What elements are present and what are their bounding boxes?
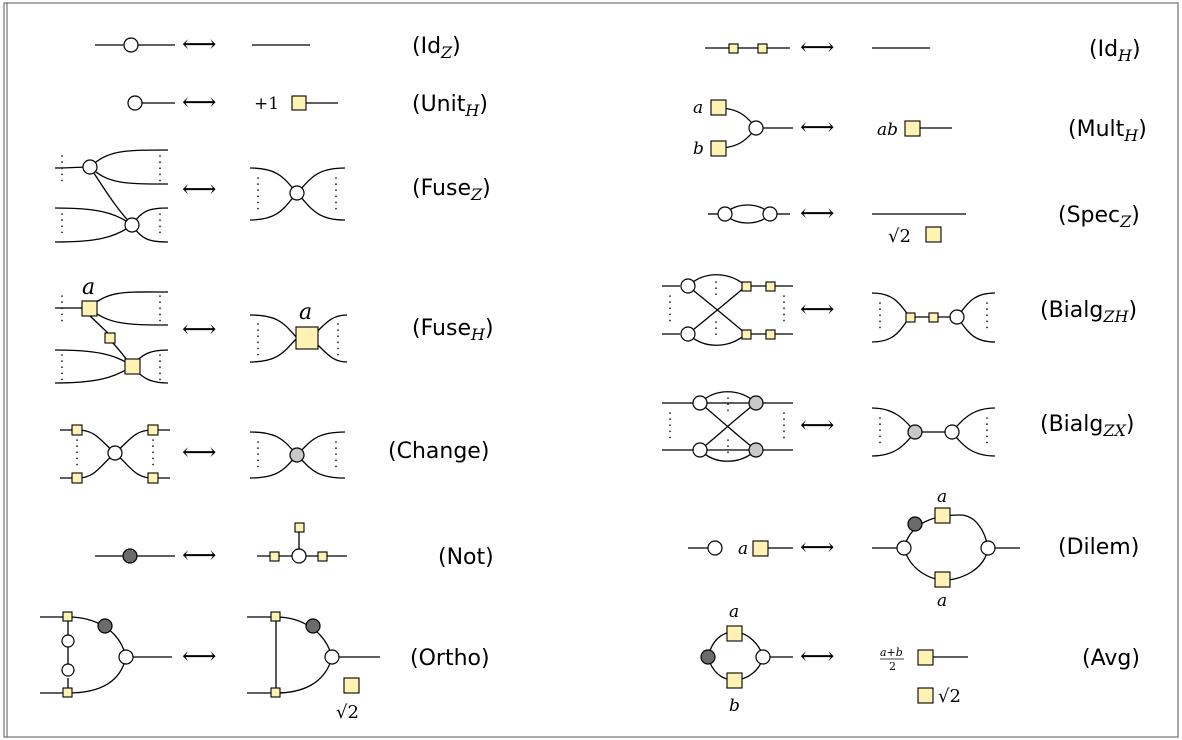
avg-denominator: 2 (889, 660, 896, 673)
equivalence-arrow: ⟷ (182, 438, 216, 466)
equivalence-arrow: ⟷ (182, 175, 216, 203)
equivalence-arrow: ⟷ (182, 541, 216, 569)
label-specz: (SpecZ) (1058, 203, 1140, 231)
rule-fusez: ⟷ (FuseZ) (54, 149, 491, 243)
label-fuseh: (FuseH) (412, 316, 494, 344)
rule-avg: a b ⟷ a+b 2 √2 (Avg) (700, 602, 1140, 716)
equivalence-arrow: ⟷ (182, 88, 216, 116)
sqrt2-scalar: √2 (888, 226, 911, 247)
label-unith: (UnitH) (412, 92, 488, 120)
label-fusez: (FuseZ) (412, 176, 491, 204)
rule-bialgzh: ⟷ (BialgZH) (662, 274, 1137, 346)
equivalence-arrow: ⟷ (800, 295, 834, 323)
equivalence-arrow: ⟷ (800, 199, 834, 227)
equivalence-arrow: ⟷ (800, 642, 834, 670)
equivalence-arrow: ⟷ (182, 315, 216, 343)
rule-not: ⟷ (Not) (95, 522, 494, 570)
label-bialgzh: (BialgZH) (1040, 298, 1137, 326)
phase-a: a (729, 602, 739, 622)
label-dilem: (Dilem) (1058, 535, 1139, 560)
phase-a: a (937, 591, 947, 611)
phase-a: a (693, 98, 703, 118)
label-bialgzx: (BialgZX) (1040, 412, 1134, 440)
rule-specz: ⟷ √2 (SpecZ) (708, 199, 1140, 247)
rule-idh: ⟷ (IdH) (705, 33, 1141, 65)
rule-unith: ⟷ +1 (UnitH) (127, 88, 488, 120)
label-multh: (MultH) (1068, 117, 1147, 145)
label-idz: (IdZ) (412, 34, 461, 62)
phase-a: a (299, 300, 312, 325)
phase-b: b (693, 139, 704, 159)
equivalence-arrow: ⟷ (182, 30, 216, 58)
equivalence-arrow: ⟷ (800, 113, 834, 141)
rule-bialgzx: ⟷ (BialgZX) (662, 391, 1134, 462)
avg-numerator: a+b (880, 646, 903, 659)
rule-multh: a b ⟷ ab (MultH) (693, 98, 1147, 159)
outer-border (3, 2, 1179, 738)
phase-ab: ab (877, 120, 898, 140)
phase-a: a (738, 539, 748, 559)
plus-one-scalar: +1 (254, 94, 279, 114)
sqrt2-scalar: √2 (336, 702, 359, 723)
phase-a: a (937, 487, 947, 507)
equivalence-arrow: ⟷ (800, 33, 834, 61)
label-not: (Not) (438, 545, 494, 570)
label-idh: (IdH) (1089, 37, 1141, 65)
rule-idz: ⟷ (IdZ) (95, 30, 461, 62)
equivalence-arrow: ⟷ (800, 411, 834, 439)
rule-dilem: a ⟷ a a (Dilem) (688, 487, 1139, 611)
phase-a: a (82, 275, 95, 300)
equivalence-arrow: ⟷ (182, 642, 216, 670)
label-change: (Change) (388, 439, 489, 464)
equivalence-arrow: ⟷ (800, 533, 834, 561)
rule-fuseh: a ⟷ a (FuseH) (54, 275, 494, 384)
label-avg: (Avg) (1082, 646, 1140, 671)
phase-b: b (729, 696, 740, 716)
label-ortho: (Ortho) (410, 646, 490, 671)
rule-change: ⟷ (Change) (60, 424, 489, 484)
rule-ortho: ⟷ √2 (Ortho) (40, 611, 490, 723)
sqrt2-scalar: √2 (938, 686, 961, 707)
